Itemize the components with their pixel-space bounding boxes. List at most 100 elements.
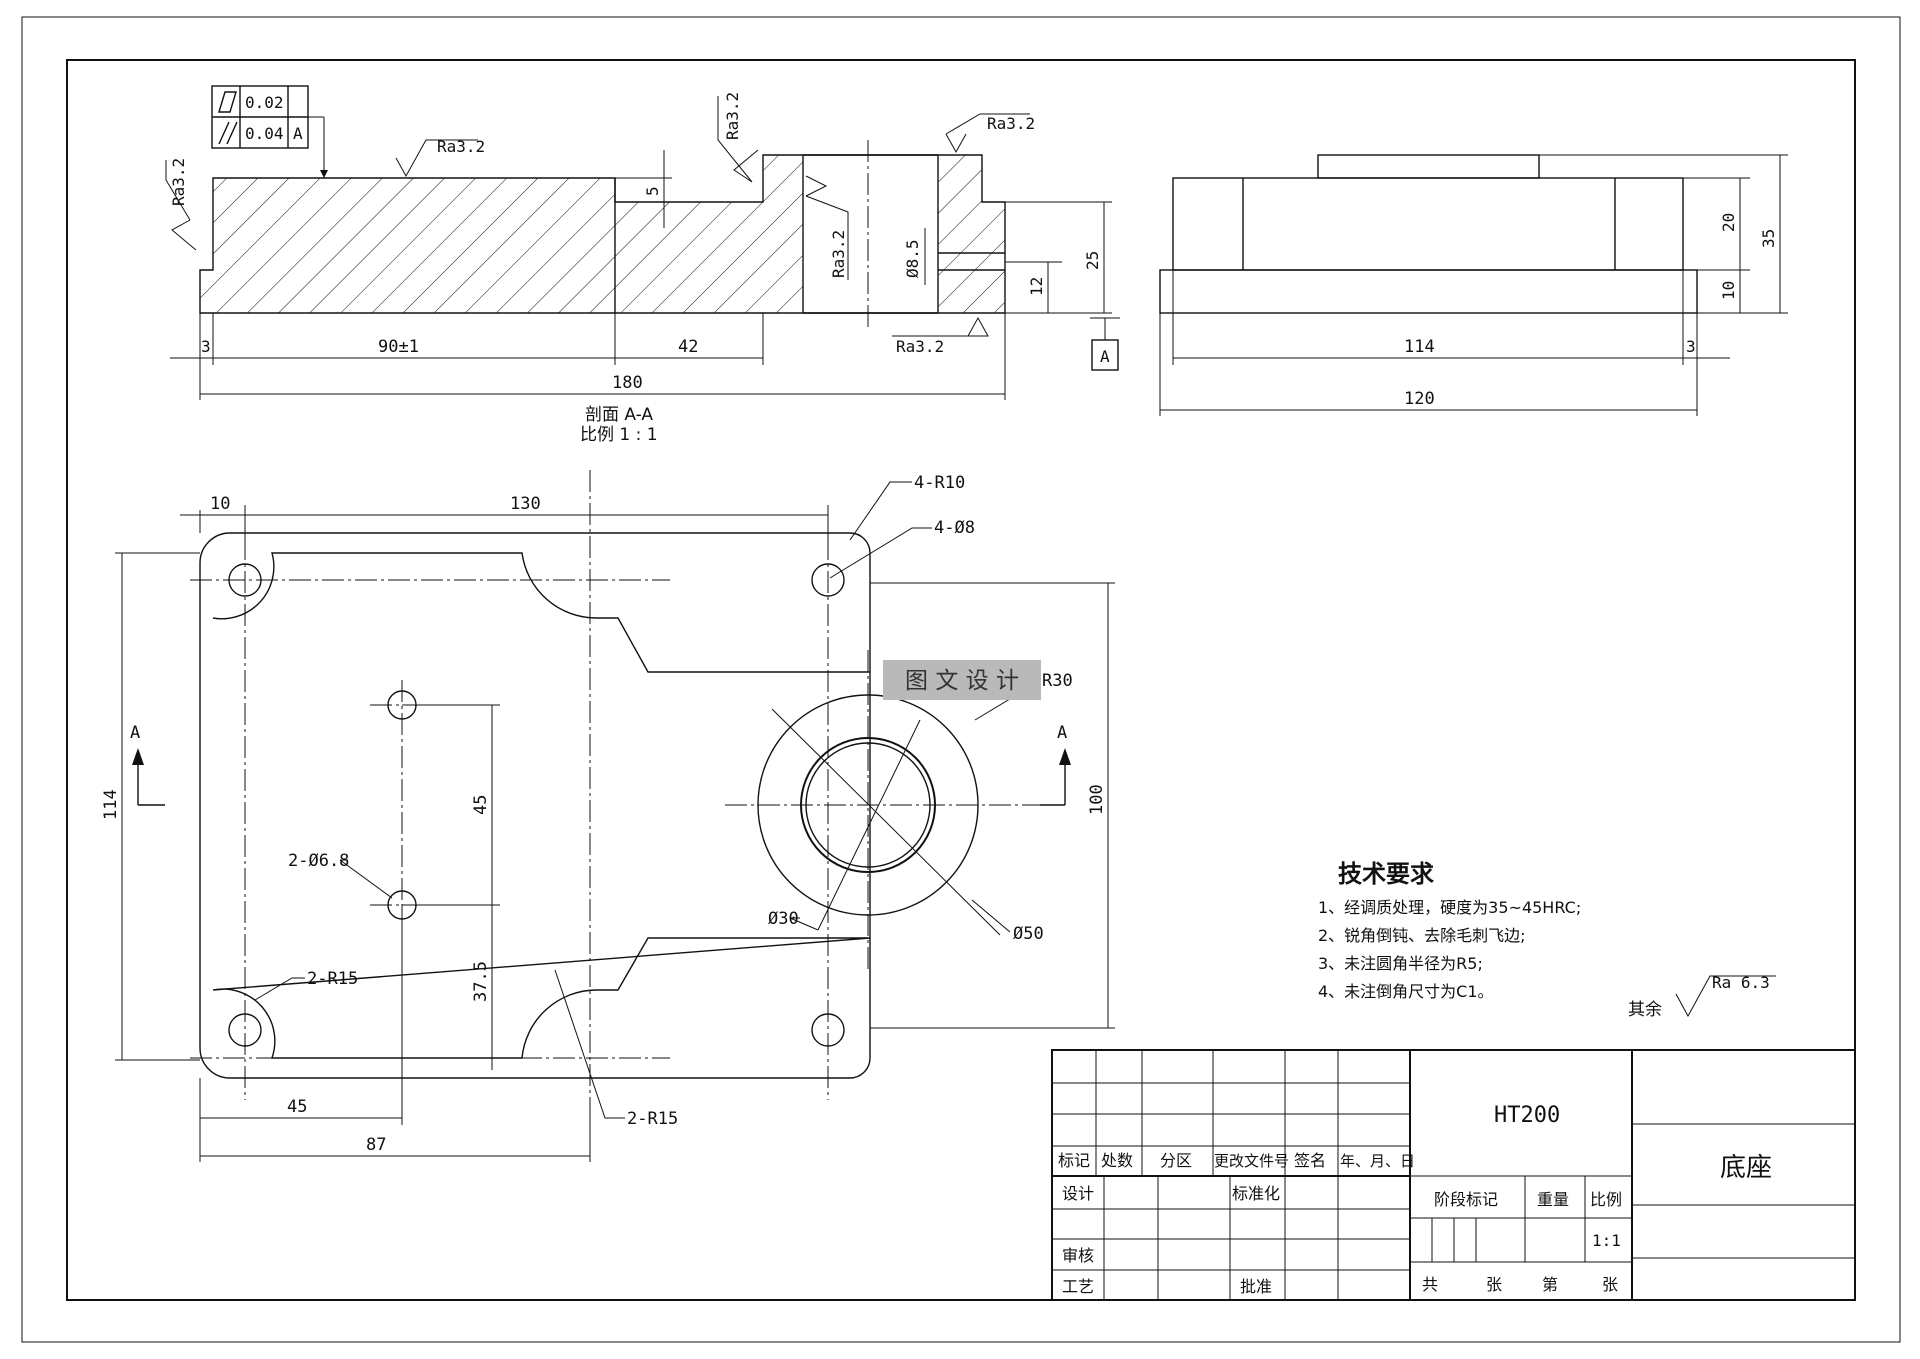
svg-text:R30: R30	[1042, 671, 1073, 691]
parallelism-icon	[218, 121, 238, 145]
header-mark: 标记	[1058, 1151, 1090, 1170]
svg-text:87: 87	[366, 1135, 386, 1155]
svg-text:Ra3.2: Ra3.2	[437, 137, 485, 156]
svg-text:35: 35	[1759, 229, 1778, 248]
dim-12: 12	[1005, 261, 1062, 313]
svg-text:37.5: 37.5	[471, 961, 491, 1002]
svg-text:20: 20	[1719, 213, 1738, 232]
boss-bore-circle	[800, 737, 936, 873]
roughness-bottom: Ra3.2	[892, 316, 989, 356]
material: HT200	[1494, 1103, 1560, 1128]
part-name: 底座	[1720, 1153, 1772, 1183]
dim-100-plan: 100	[870, 582, 1115, 1029]
svg-text:2-R15: 2-R15	[307, 969, 358, 989]
tech-req-title: 技术要求	[1338, 860, 1434, 888]
tech-req-item: 1、经调质处理，硬度为35~45HRC;	[1318, 898, 1581, 917]
tech-req-item: 3、未注圆角半径为R5;	[1318, 954, 1483, 973]
section-scale: 比例 1 : 1	[580, 425, 658, 445]
svg-text:130: 130	[510, 494, 541, 514]
svg-text:A: A	[1100, 347, 1110, 366]
dim-d8-5: Ø8.5	[903, 228, 926, 285]
dim-5: 5	[615, 150, 672, 228]
dim-180: 180	[200, 313, 1006, 400]
dim-25: 25	[1005, 201, 1112, 314]
svg-text:A: A	[130, 723, 140, 743]
flatness-value: 0.02	[245, 93, 284, 112]
rest-roughness-label: 其余	[1628, 1000, 1662, 1020]
hatch-boss-right	[938, 155, 1005, 313]
plan-outline	[199, 532, 871, 1079]
inner-border	[66, 59, 1856, 1301]
parallelism-value: 0.04	[245, 124, 284, 143]
svg-text:4-Ø8: 4-Ø8	[934, 518, 975, 538]
label-approve: 批准	[1240, 1277, 1272, 1296]
svg-text:Ra3.2: Ra3.2	[169, 158, 188, 206]
label-sheets: 张	[1486, 1275, 1502, 1294]
label-review: 审核	[1062, 1246, 1094, 1265]
callout-4-d8: 4-Ø8	[829, 518, 975, 579]
mount-hole-icon	[811, 563, 845, 597]
section-arrow-right: A	[1040, 723, 1071, 806]
dim-90: 90±1	[213, 313, 616, 365]
label-process: 工艺	[1062, 1277, 1094, 1296]
svg-text:A: A	[1057, 723, 1067, 743]
dim-35: 35	[1539, 154, 1788, 314]
technical-requirements: 技术要求 1、经调质处理，硬度为35~45HRC; 2、锐角倒钝、去除毛刺飞边;…	[1318, 860, 1776, 1020]
svg-text:4-R10: 4-R10	[914, 473, 965, 493]
dim-20: 20	[1683, 177, 1750, 270]
svg-text:12: 12	[1027, 277, 1046, 296]
dim-45-horiz: 45	[199, 905, 403, 1162]
callout-d30: Ø30	[768, 909, 819, 931]
callout-d50: Ø50	[971, 899, 1044, 944]
hatch-boss-left	[763, 155, 803, 313]
label-total: 共	[1422, 1275, 1438, 1294]
callout-4-r10: 4-R10	[849, 473, 965, 541]
dim-42: 42	[615, 313, 764, 365]
outer-border	[21, 16, 1901, 1343]
mount-hole-icon	[811, 1013, 845, 1047]
hatch-lip	[200, 270, 213, 313]
svg-text:120: 120	[1404, 389, 1435, 409]
dim-37-5: 37.5	[471, 905, 493, 1070]
svg-text:Ra3.2: Ra3.2	[723, 92, 742, 140]
svg-text:图 文 设 计: 图 文 设 计	[905, 668, 1019, 694]
label-stage: 阶段标记	[1434, 1190, 1498, 1209]
label-scale: 比例	[1590, 1190, 1622, 1209]
label-weight: 重量	[1537, 1190, 1569, 1209]
label-sheet: 张	[1602, 1275, 1618, 1294]
dim-120: 120	[1159, 313, 1697, 416]
side-view: 20 10 35 114 3 120	[1159, 154, 1788, 416]
roughness-step: Ra3.2	[717, 92, 759, 183]
section-arrow-left: A	[130, 723, 165, 806]
svg-text:Ø50: Ø50	[1013, 924, 1044, 944]
svg-text:45: 45	[287, 1097, 307, 1117]
hatch-step	[615, 202, 763, 313]
dim-3-side: 3	[1683, 313, 1730, 416]
roughness-left: Ra3.2	[165, 158, 197, 251]
rest-roughness-value: Ra 6.3	[1712, 973, 1770, 992]
svg-text:2-R15: 2-R15	[627, 1109, 678, 1129]
roughness-top: Ra3.2	[395, 137, 485, 178]
flatness-icon	[218, 91, 237, 113]
tech-req-item: 4、未注倒角尺寸为C1。	[1318, 982, 1494, 1001]
label-standard: 标准化	[1232, 1184, 1280, 1203]
svg-text:25: 25	[1083, 251, 1102, 270]
roughness-bore: Ra3.2	[805, 175, 849, 280]
svg-text:10: 10	[210, 494, 230, 514]
plan-view: A A 10 130 114 100	[101, 470, 1115, 1162]
scale-value: 1:1	[1592, 1231, 1621, 1250]
header-count: 处数	[1101, 1151, 1133, 1170]
watermark-badge: 图 文 设 计	[883, 660, 1041, 700]
callout-2-r15-left: 2-R15	[254, 969, 358, 1001]
roughness-icon	[1675, 975, 1776, 1018]
svg-text:2-Ø6.8: 2-Ø6.8	[288, 851, 349, 871]
header-zone: 分区	[1160, 1151, 1192, 1170]
svg-text:90±1: 90±1	[378, 337, 419, 357]
svg-text:Ø30: Ø30	[768, 909, 799, 929]
callout-2-d6-8: 2-Ø6.8	[288, 851, 393, 899]
header-signature: 签名	[1294, 1151, 1326, 1170]
dim-87: 87	[200, 1100, 591, 1162]
svg-text:3: 3	[201, 337, 211, 356]
svg-text:Ø8.5: Ø8.5	[903, 239, 922, 278]
